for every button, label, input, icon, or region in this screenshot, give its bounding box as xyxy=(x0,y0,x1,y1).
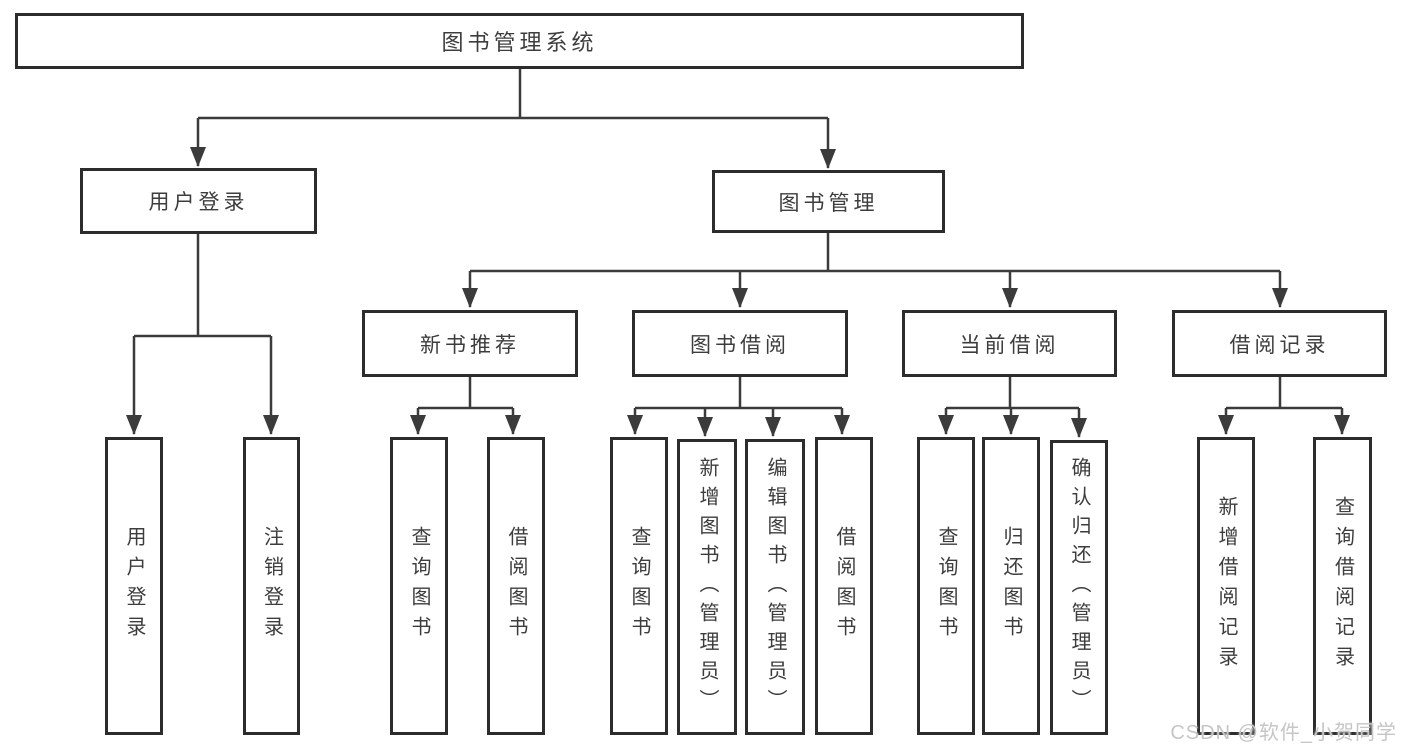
leaf-logout: 注销登录 xyxy=(243,437,300,735)
csdn-watermark: CSDN @软件_小贺同学 xyxy=(1170,722,1397,744)
node-current-borrow: 当前借阅 xyxy=(902,310,1117,377)
node-borrow-records: 借阅记录 xyxy=(1172,310,1387,377)
node-book-management: 图书管理 xyxy=(712,170,945,233)
leaf-query-book-current: 查询图书 xyxy=(917,437,975,735)
leaf-add-book-admin: 新增图书（管理员） xyxy=(677,439,737,735)
leaf-query-book-borrow: 查询图书 xyxy=(610,437,668,735)
leaf-borrow-book-recommend: 借阅图书 xyxy=(487,437,545,735)
leaf-user-login: 用户登录 xyxy=(105,437,163,735)
node-book-borrow: 图书借阅 xyxy=(632,310,848,377)
leaf-confirm-return-admin: 确认归还（管理员） xyxy=(1050,440,1108,735)
leaf-query-book-recommend: 查询图书 xyxy=(390,437,448,735)
node-library-system: 图书管理系统 xyxy=(15,13,1024,69)
node-user-login: 用户登录 xyxy=(80,168,317,234)
leaf-return-book: 归还图书 xyxy=(982,437,1040,735)
leaf-add-borrow-record: 新增借阅记录 xyxy=(1197,437,1255,735)
leaf-borrow-book: 借阅图书 xyxy=(815,437,873,735)
node-new-book-recommend: 新书推荐 xyxy=(362,310,578,377)
leaf-edit-book-admin: 编辑图书（管理员） xyxy=(745,439,805,735)
leaf-query-borrow-record: 查询借阅记录 xyxy=(1313,437,1372,735)
